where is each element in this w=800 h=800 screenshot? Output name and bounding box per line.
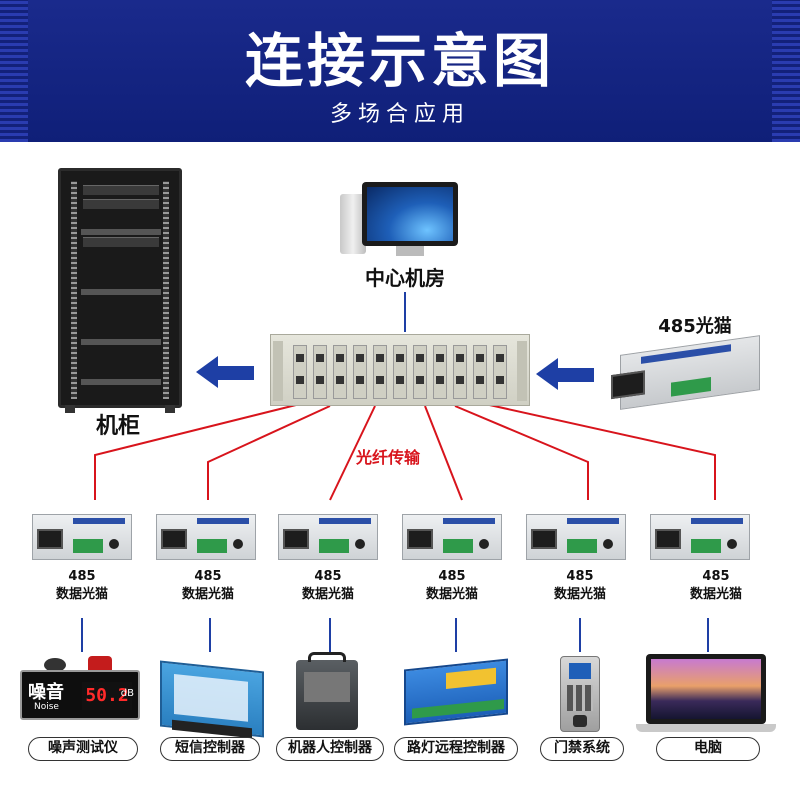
microphone-icon [44,658,66,672]
fiber-line-4 [424,405,463,501]
chassis-card [453,345,467,399]
device-label-access-control: 门禁系统 [540,737,624,761]
chassis-card [373,345,387,399]
arrow-left-icon [196,356,256,388]
device-label-robot-controller: 机器人控制器 [276,737,384,761]
fiber-line-5 [454,405,589,500]
optical-modem-icon [156,514,256,560]
chassis-card [293,345,307,399]
banner-edge-left [0,0,28,142]
fiber-line-2 [207,405,331,500]
noise-meter-text-en: Noise [34,702,59,712]
cabinet-foot [65,405,75,413]
chassis-card [493,345,507,399]
cabinet-foot [165,405,175,413]
device-label-sms-controller: 短信控制器 [160,737,260,761]
optical-modem-icon [526,514,626,560]
cabinet-shelf [81,289,161,295]
alarm-light-icon [88,656,112,672]
chassis-card [473,345,487,399]
streetlight-controller-icon [404,658,508,726]
chassis-ear [517,341,527,401]
laptop-icon [646,654,766,724]
fiber-line-3 [329,405,376,501]
top-modem-label: 485光猫 [658,316,732,337]
device-label-streetlight-controller: 路灯远程控制器 [394,737,518,761]
noise-meter-icon: 噪音 Noise 50.2 dB [20,670,140,720]
page-subtitle: 多场合应用 [329,102,470,127]
noise-meter-text: 噪音 [28,682,64,703]
cabinet-rail-left [71,181,77,399]
fiber-chassis-icon [270,334,530,406]
cabinet-rail-right [163,181,169,399]
cabinet-shelf [81,379,161,385]
desktop-tower-icon [340,194,366,254]
cabinet-shelf [81,339,161,345]
cabinet-unit [83,199,159,209]
fiber-line-1 [94,403,301,500]
cabinet-label: 机柜 [95,414,140,439]
chassis-card [413,345,427,399]
chassis-ear [273,341,283,401]
optical-modem-icon [32,514,132,560]
monitor-stand [396,246,424,256]
arrow-left-icon [536,358,596,390]
optical-modem-icon [278,514,378,560]
optical-modem-icon [402,514,502,560]
fiber-transmission-label: 光纤传输 [356,448,421,467]
monitor-icon [362,182,458,246]
header-banner: 连接示意图 多场合应用 [0,0,800,142]
device-label-laptop: 电脑 [656,737,760,761]
sms-controller-icon [160,660,264,739]
device-label-noise-meter: 噪声测试仪 [28,737,138,761]
optical-modem-icon [650,514,750,560]
laptop-base [636,724,776,732]
fiber-line-6 [484,403,716,500]
chassis-card [433,345,447,399]
cabinet-unit [83,185,159,195]
chassis-card [313,345,327,399]
server-cabinet-icon [58,168,182,413]
center-room-label: 中心机房 [365,266,445,290]
page-title: 连接示意图 [244,27,555,95]
cabinet-shelf [81,229,161,235]
chassis-card [393,345,407,399]
banner-edge-right [772,0,800,142]
cabinet-unit [83,237,159,247]
noise-meter-value: 50.2 [82,682,132,710]
noise-meter-unit: dB [120,688,134,699]
chassis-card [353,345,367,399]
robot-controller-icon [296,652,358,730]
chassis-card [333,345,347,399]
access-control-icon [560,656,600,732]
